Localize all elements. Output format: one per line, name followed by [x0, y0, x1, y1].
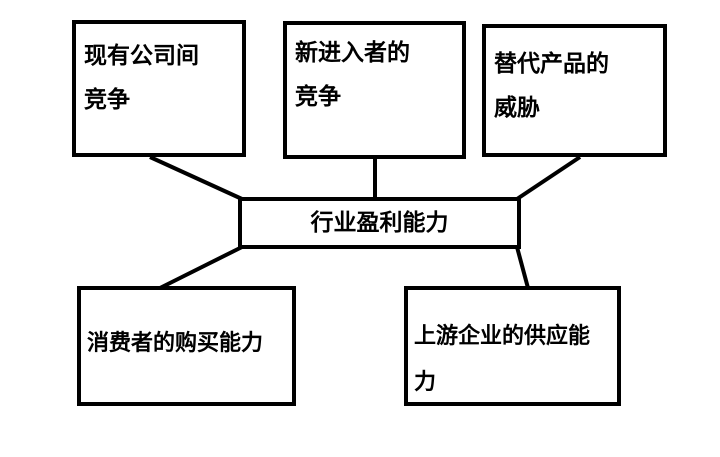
node-new-entrants-line-1: 新进入者的	[295, 40, 410, 66]
node-supplier-power-line-1: 上游企业的供应能	[414, 324, 591, 349]
node-buyer-power-line-1: 消费者的购买能力	[87, 331, 264, 356]
node-existing-competition-line-2: 竞争	[84, 87, 130, 113]
node-existing-competition-line-1: 现有公司间	[84, 43, 199, 69]
node-existing-competition: 现有公司间 竞争	[72, 20, 246, 157]
node-substitutes-line-1: 替代产品的	[494, 51, 609, 77]
node-substitutes: 替代产品的 威胁	[482, 24, 667, 157]
node-supplier-power-line-2: 力	[414, 370, 437, 395]
connector-center-to-suppliers	[515, 246, 530, 289]
node-new-entrants-line-2: 竞争	[295, 84, 341, 110]
node-supplier-power: 上游企业的供应能 力	[404, 286, 621, 406]
connector-center-to-buyers	[159, 245, 243, 290]
connector-existing-to-center	[149, 155, 243, 201]
node-industry-profitability: 行业盈利能力	[238, 197, 521, 249]
node-industry-profitability-label: 行业盈利能力	[310, 210, 449, 236]
node-buyer-power: 消费者的购买能力	[77, 286, 296, 406]
node-substitutes-line-2: 威胁	[494, 95, 540, 121]
connector-substitutes-to-center	[515, 155, 582, 201]
node-new-entrants: 新进入者的 竞争	[283, 21, 466, 159]
